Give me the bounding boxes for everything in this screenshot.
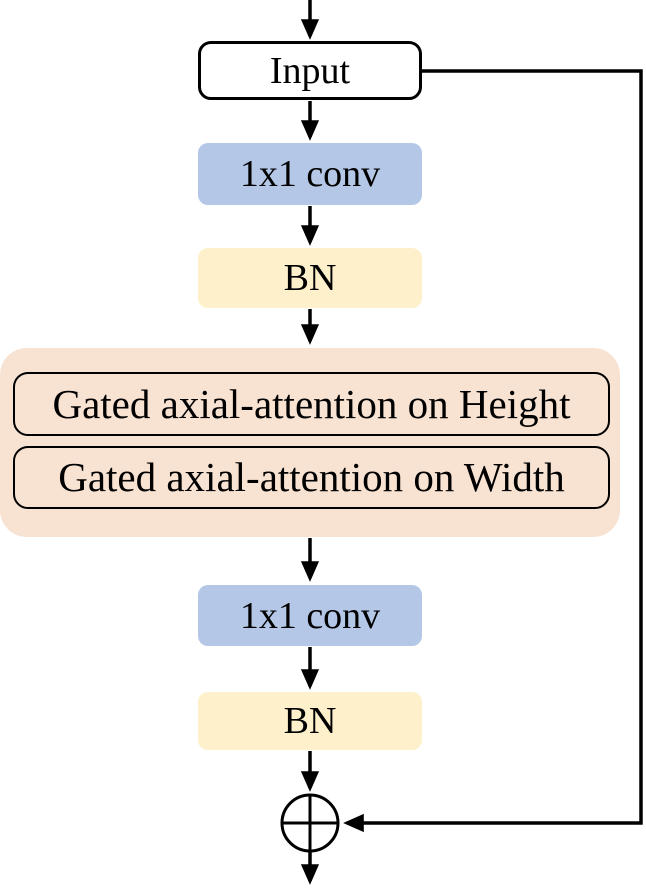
node-conv2: 1x1 conv (198, 585, 422, 646)
attention-group-container (0, 348, 620, 537)
circled-plus-icon (280, 793, 340, 853)
node-bn2: BN (198, 692, 422, 750)
skip-connection-line (343, 69, 643, 833)
node-input: Input (198, 41, 422, 100)
node-conv1: 1x1 conv (198, 143, 422, 205)
node-gated-axial-attention-height: Gated axial-attention on Height (13, 372, 610, 436)
node-gated-axial-attention-width: Gated axial-attention on Width (13, 446, 610, 509)
node-bn1: BN (198, 248, 422, 308)
